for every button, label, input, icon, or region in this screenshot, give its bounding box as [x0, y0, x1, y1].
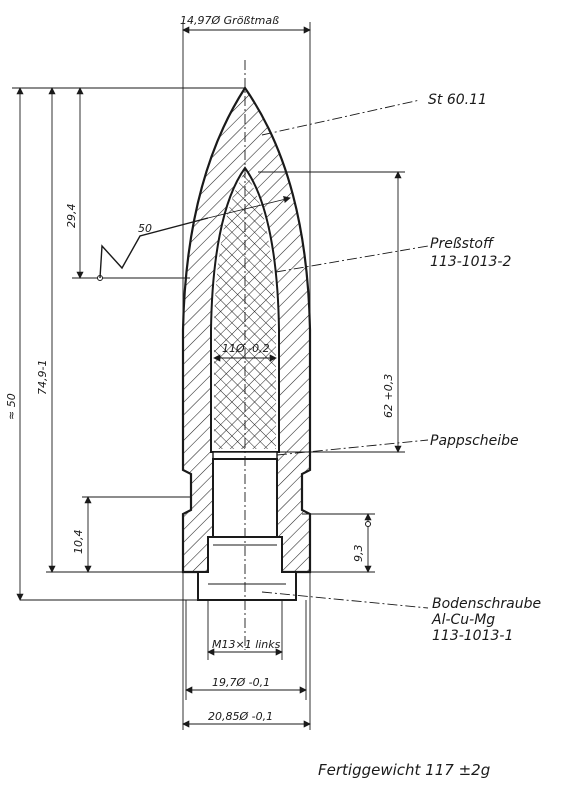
dim-body-length: 74,9-1 — [36, 360, 49, 395]
dim-ogive-radius: 50 — [138, 222, 152, 235]
base-screw — [197, 536, 297, 601]
finished-weight-note: Fertiggewicht 117 ±2g — [318, 761, 490, 779]
dim-base-height-right: 9,3 — [352, 545, 365, 563]
callout-filler-code: 113-1013-2 — [430, 254, 511, 270]
leader-lines — [261, 99, 429, 609]
callout-screw-material: Al-Cu-Mg — [431, 612, 495, 628]
dim-base-height-left: 10,4 — [72, 530, 85, 555]
dim-core-diameter: 11Ø -0,2 — [222, 342, 270, 355]
callout-filler-name: Preßstoff — [430, 236, 495, 252]
pressed-filler — [214, 172, 276, 449]
dim-overall-diameter: 14,97Ø Größtmaß — [180, 14, 279, 27]
callout-screw-code: 113-1013-1 — [432, 628, 513, 644]
callout-disc: Pappscheibe — [430, 433, 519, 449]
dim-thread: M13×1 links — [212, 638, 281, 651]
dim-diameter-outer: 20,85Ø -0,1 — [208, 710, 273, 723]
callout-screw-name: Bodenschraube — [432, 596, 541, 612]
dim-diameter-inner: 19,7Ø -0,1 — [212, 676, 270, 689]
callout-steel: St 60.11 — [428, 92, 487, 108]
dimension-lines — [12, 22, 405, 730]
dim-total-length: ≈ 50 — [5, 393, 18, 420]
dim-ogive-height: 29,4 — [65, 204, 78, 229]
projectile-body — [181, 60, 312, 650]
dim-core-length: 62 +0,3 — [382, 374, 395, 418]
